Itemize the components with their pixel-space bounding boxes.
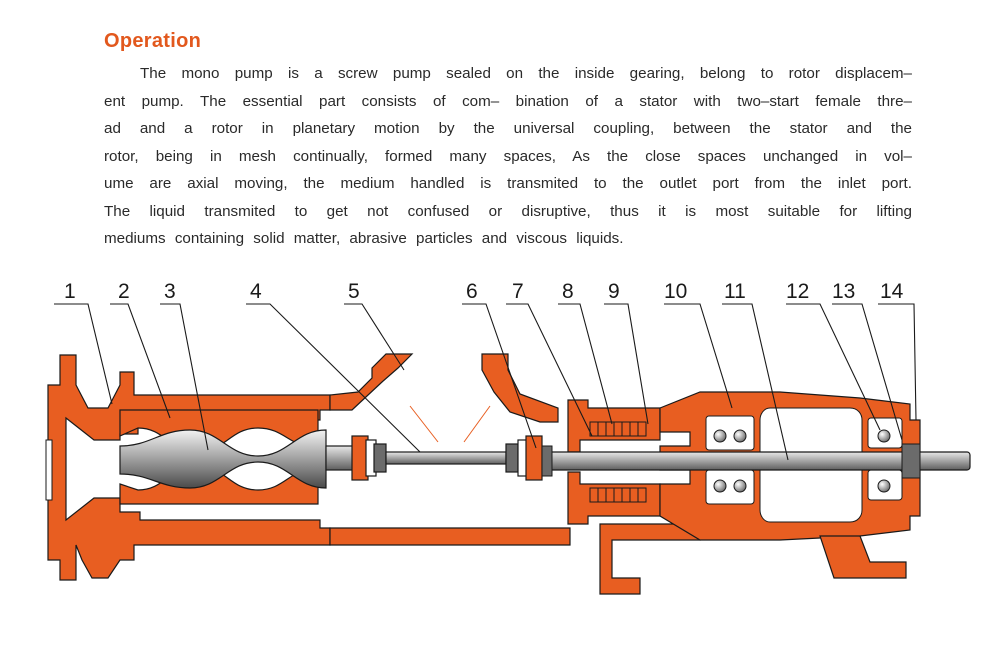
part-number-label: 5 bbox=[348, 280, 360, 303]
part-number-label: 13 bbox=[832, 280, 855, 303]
paragraph-line: mediums containing solid matter, abrasiv… bbox=[104, 230, 624, 247]
inlet-port-line bbox=[45, 439, 53, 501]
part-number-label: 6 bbox=[466, 280, 478, 303]
part-number-label: 12 bbox=[786, 280, 809, 303]
paragraph-line: The mono pump is a screw pump sealed on … bbox=[140, 65, 912, 82]
part-number-label: 10 bbox=[664, 280, 687, 303]
suction-casing bbox=[329, 353, 571, 546]
paragraph-line: The liquid transmited to get not confuse… bbox=[104, 202, 912, 220]
bearing-balls bbox=[713, 429, 891, 493]
flow-direction-lines bbox=[409, 405, 491, 443]
paragraph-line: rotor, being in mesh continually, formed… bbox=[104, 147, 912, 165]
part-number-label: 9 bbox=[608, 280, 620, 303]
description-paragraph: The mono pump is a screw pump sealed on … bbox=[104, 60, 912, 253]
part-number-label: 2 bbox=[118, 280, 130, 303]
part-number-label: 3 bbox=[164, 280, 176, 303]
rotor bbox=[119, 429, 327, 489]
part-number-label: 7 bbox=[512, 280, 524, 303]
shaft-sleeve bbox=[541, 443, 921, 479]
paragraph-line: ume are axial moving, the medium handled… bbox=[104, 175, 912, 192]
support-feet bbox=[819, 535, 907, 579]
paragraph-line: ent pump. The essential part consists of… bbox=[104, 92, 912, 110]
coupling-rod bbox=[325, 435, 543, 481]
part-number-label: 11 bbox=[724, 280, 746, 303]
part-number-labels: 1 2 3 4 5 6 7 8 9 10 11 12 13 14 bbox=[64, 280, 904, 303]
packing-rings bbox=[589, 421, 647, 503]
paragraph-line: ad and a rotor in planetary motion by th… bbox=[104, 120, 912, 137]
leader-lines bbox=[54, 303, 917, 461]
part-number-label: 14 bbox=[880, 280, 904, 303]
section-heading: Operation bbox=[104, 30, 202, 52]
part-number-label: 8 bbox=[562, 280, 574, 303]
part-number-label: 4 bbox=[250, 280, 262, 303]
part-number-label: 1 bbox=[64, 280, 76, 303]
